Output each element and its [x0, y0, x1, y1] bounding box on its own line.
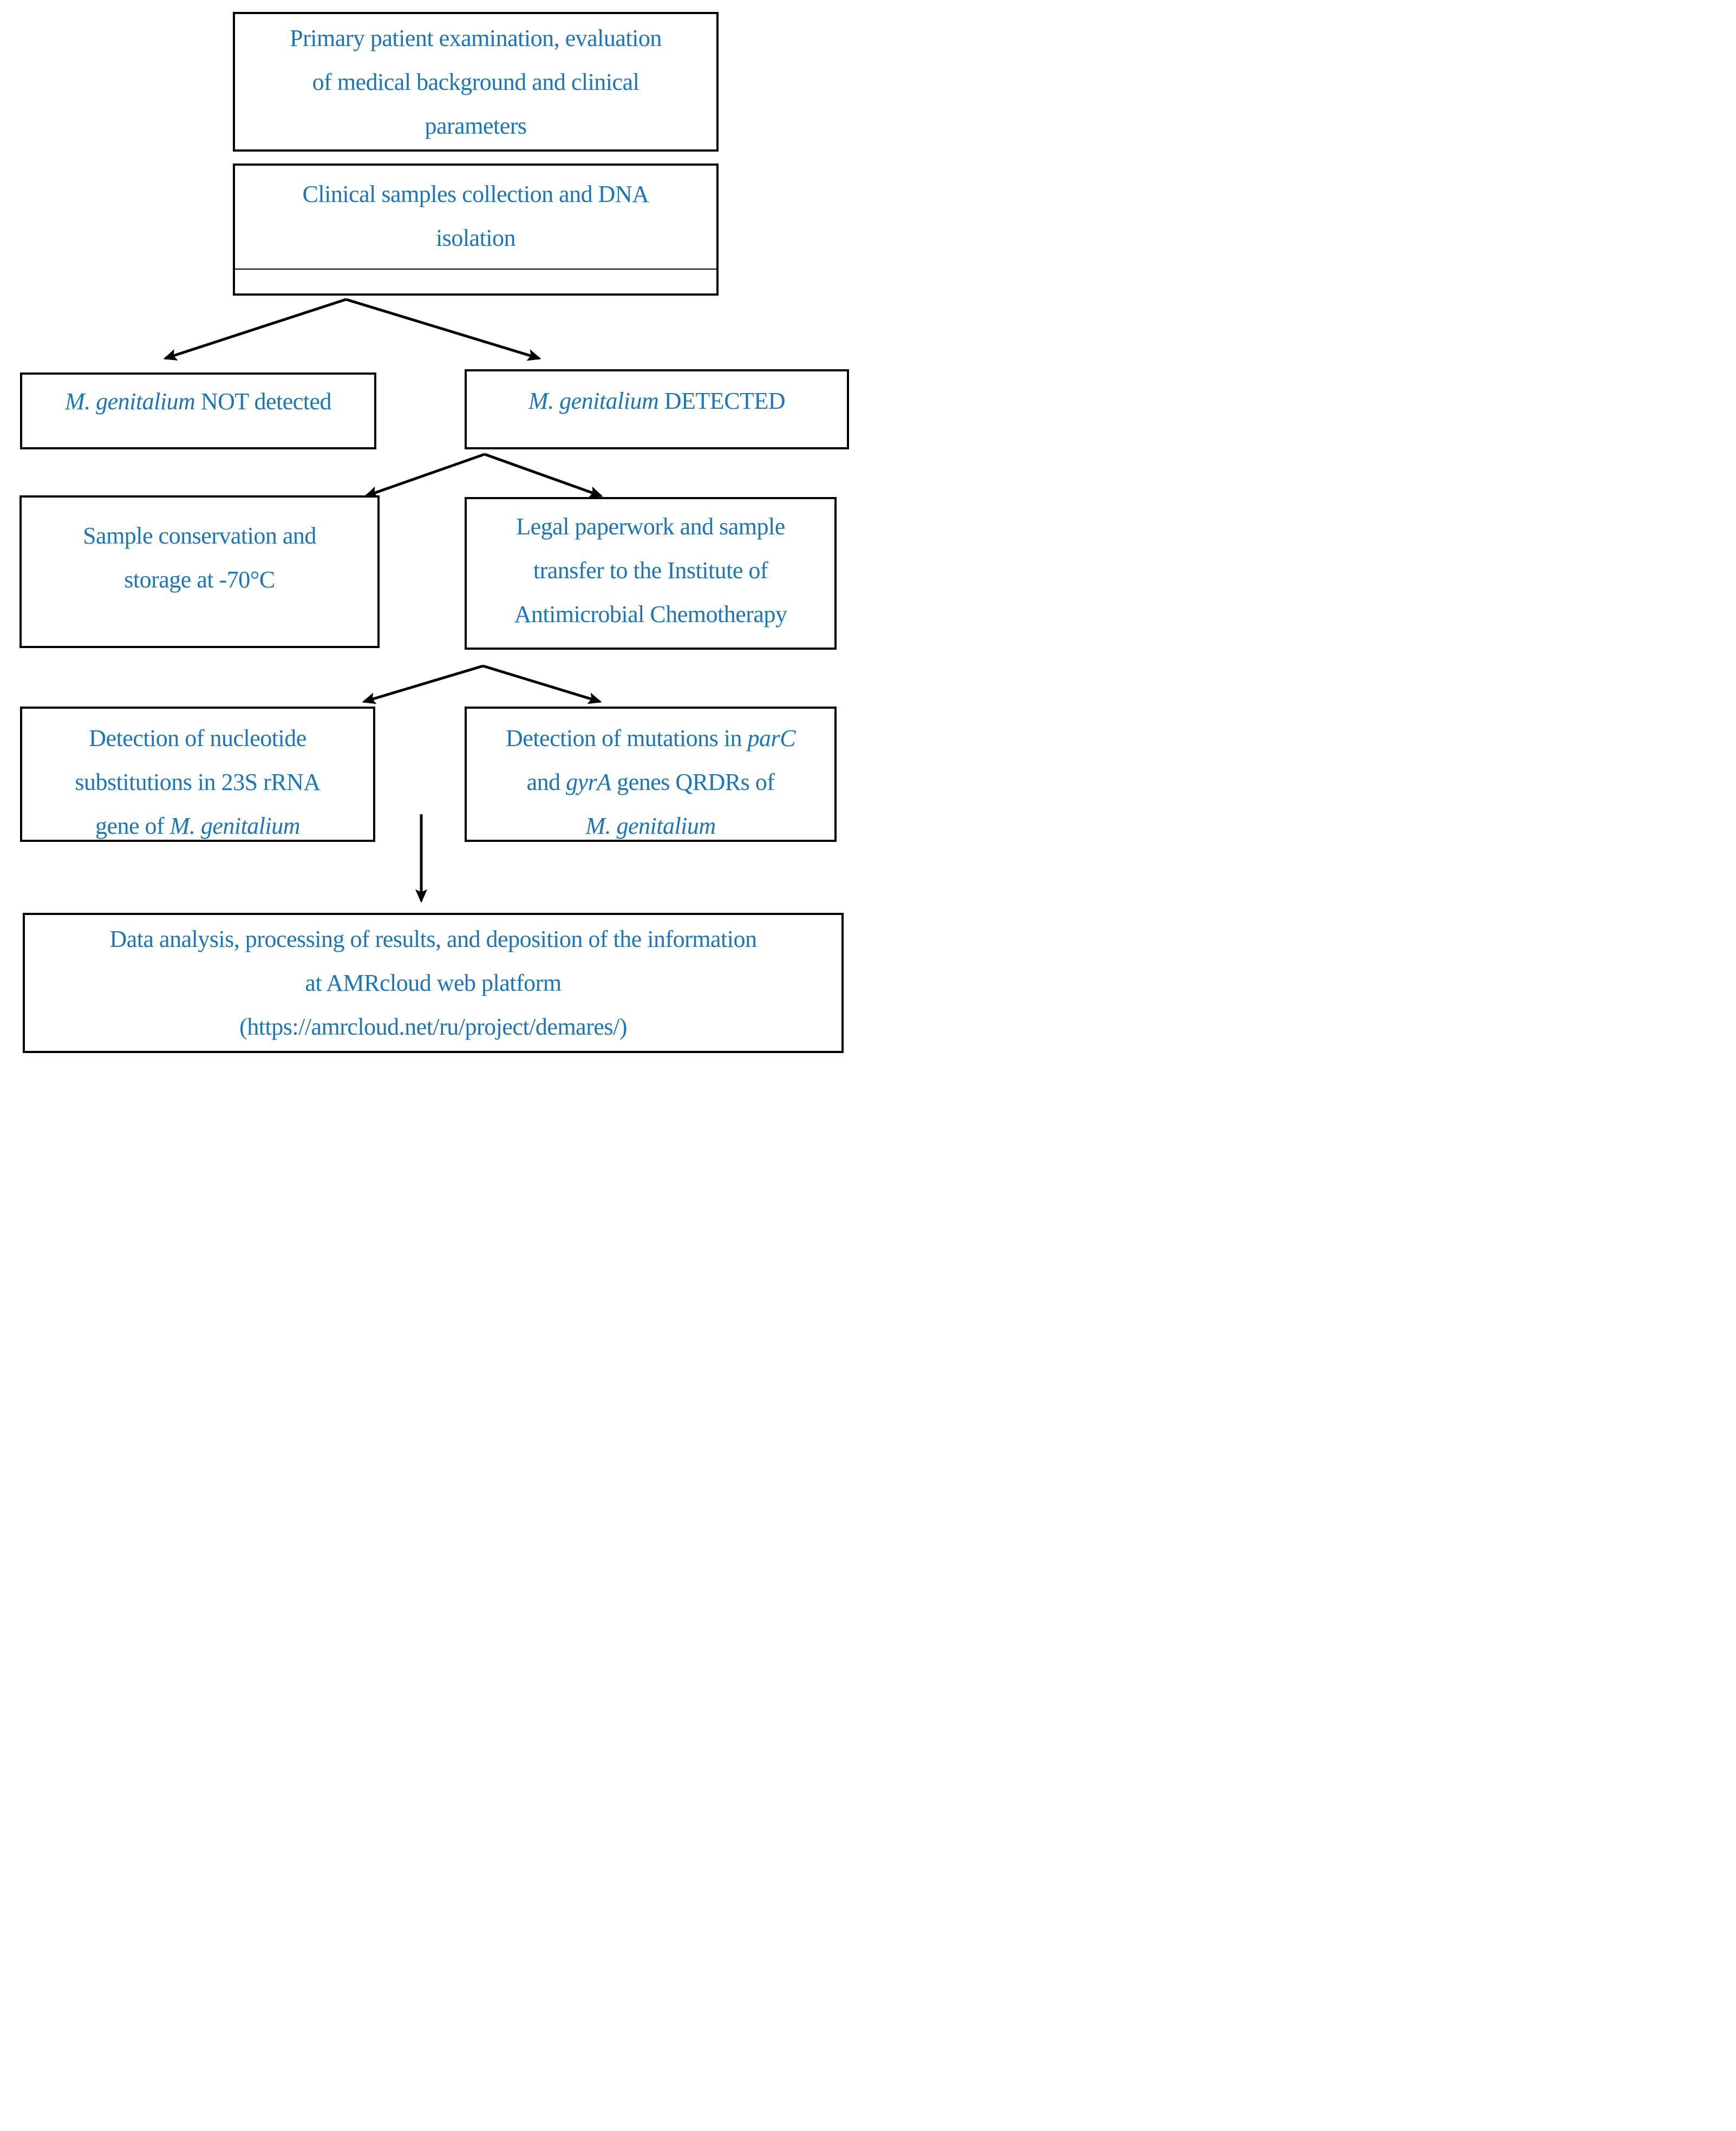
box-text-segment: gene of: [95, 813, 170, 839]
box-text-line: (https://amrcloud.net/ru/project/demares…: [239, 1014, 627, 1040]
box-text-line: M. genitalium NOT detected: [64, 380, 332, 423]
gene-name: gyrA: [566, 769, 611, 795]
box-detected: M. genitalium DETECTED: [465, 369, 849, 449]
arrow-legal-to-23s: [362, 664, 484, 704]
box-legal-paperwork: Legal paperwork and sample transfer to t…: [465, 497, 837, 650]
box-text-line: at AMRcloud web platform: [305, 970, 562, 996]
box-data-analysis: Data analysis, processing of results, an…: [23, 913, 844, 1053]
box-text-line: of medical background and clinical: [312, 68, 639, 95]
box-text-line: gene of M. genitalium: [95, 804, 301, 848]
gene-name: parC: [747, 725, 795, 751]
box-text-line: and gyrA genes QRDRs of: [527, 760, 775, 804]
box-text-segment: and: [526, 769, 566, 795]
flowchart-canvas: Primary patient examination, evaluation …: [0, 0, 868, 1066]
box-text-line: Sample conservation and: [83, 522, 316, 549]
arrow-detected-to-conservation: [364, 453, 485, 498]
box-text-line: Clinical samples collection and DNA: [302, 181, 649, 207]
box-text-segment: DETECTED: [658, 387, 786, 414]
box-not-detected: M. genitalium NOT detected: [20, 372, 376, 449]
box-23s-detection: Detection of nucleotide substitutions in…: [20, 707, 375, 842]
box-text-line: storage at -70°C: [124, 566, 275, 593]
box-text-line: Detection of nucleotide: [89, 725, 306, 751]
box-text-line: Primary patient examination, evaluation: [290, 24, 662, 51]
box-text-line: M. genitalium DETECTED: [528, 379, 786, 423]
species-name: M. genitalium: [528, 387, 659, 414]
box-text-line: parameters: [425, 112, 527, 139]
species-name: M. genitalium: [585, 813, 716, 839]
box-text-line: transfer to the Institute of: [533, 557, 768, 584]
box-text-line: Detection of mutations in parC: [506, 716, 795, 760]
box-text-segment: Detection of mutations in: [506, 725, 748, 751]
species-name: M. genitalium: [64, 388, 195, 415]
box-text-line: Legal paperwork and sample: [516, 513, 785, 540]
box-text-line: Antimicrobial Chemotherapy: [514, 601, 787, 627]
box-qrdr-detection: Detection of mutations in parC and gyrA …: [465, 707, 837, 842]
box-sample-collection: Clinical samples collection and DNA isol…: [233, 164, 719, 296]
inner-divider-line: [235, 269, 716, 270]
arrow-detected-to-legal: [484, 453, 603, 498]
box-text-segment: NOT detected: [195, 388, 332, 415]
box-sample-conservation: Sample conservation and storage at -70°C: [19, 495, 380, 648]
box-text-line: Data analysis, processing of results, an…: [109, 926, 757, 952]
box-primary-examination: Primary patient examination, evaluation …: [233, 12, 719, 152]
species-name: M. genitalium: [169, 813, 301, 839]
arrow-collection-to-detected: [345, 298, 541, 361]
arrow-legal-to-qrdr: [482, 664, 602, 704]
arrow-collection-to-not-detected: [163, 298, 347, 361]
box-text-segment: genes QRDRs of: [611, 769, 775, 795]
box-text-line: isolation: [435, 225, 516, 251]
box-text-line: substitutions in 23S rRNA: [75, 769, 321, 795]
